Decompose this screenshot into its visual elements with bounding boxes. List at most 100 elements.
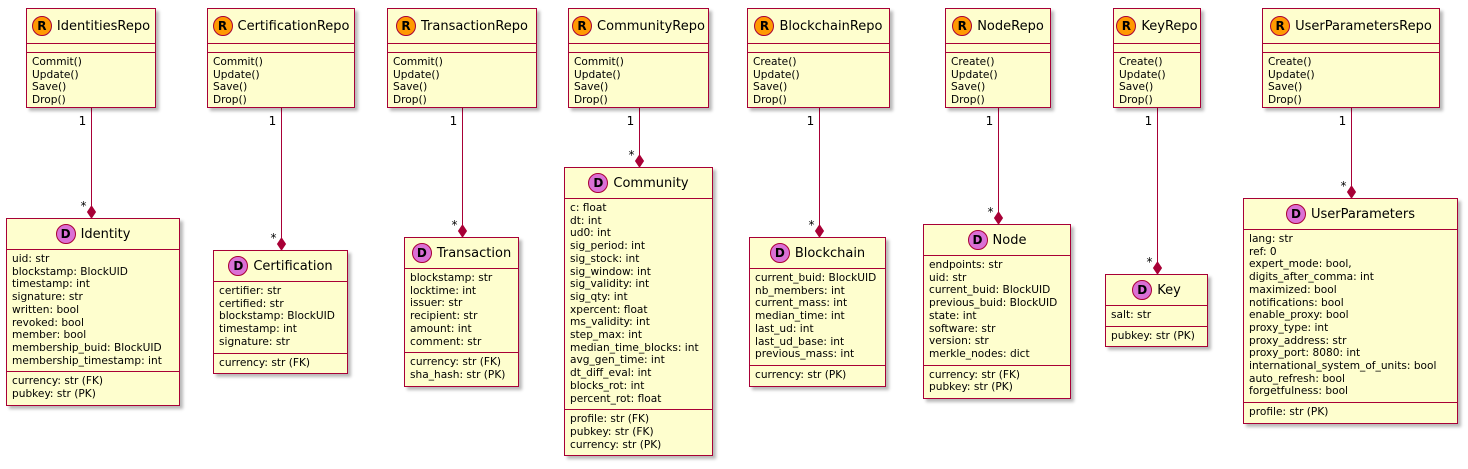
field-item: recipient: str	[410, 310, 478, 323]
class-name: Identity	[80, 226, 131, 242]
repository-stereotype-icon: R	[212, 16, 233, 36]
method-item: Drop()	[393, 94, 427, 107]
repository-stereotype-icon: R	[754, 16, 775, 36]
method-item: Update()	[1268, 68, 1315, 81]
multiplicity-label: 1	[1145, 114, 1153, 128]
multiplicity-label: *	[452, 218, 458, 232]
field-item: current_buid: BlockUID	[755, 272, 877, 284]
composition-diamond-icon	[457, 224, 468, 238]
attributes-section	[1263, 44, 1439, 53]
field-item: ms_validity: int	[570, 316, 650, 329]
field-item: uid: str	[12, 253, 50, 265]
keys-section: currency: str (PK)	[750, 366, 885, 386]
multiplicity-label: *	[809, 218, 815, 232]
field-item: digits_after_comma: int	[1249, 271, 1374, 284]
field-item: avg_gen_time: int	[570, 354, 665, 367]
field-item: ref: 0	[1249, 245, 1277, 258]
repository-stereotype-icon: R	[1116, 16, 1137, 36]
class-name: IdentitiesRepo	[56, 18, 151, 34]
dataclass-stereotype-icon: D	[967, 230, 988, 250]
method-item: Update()	[951, 68, 998, 81]
composition-diamond-icon	[634, 154, 645, 168]
field-item: blockstamp: str	[410, 272, 493, 284]
method-item: Save()	[1268, 81, 1303, 94]
field-item: pubkey: str (FK)	[570, 425, 654, 438]
attributes-section	[1114, 44, 1200, 53]
composition-diamond-icon	[1152, 261, 1163, 275]
field-item: salt: str	[1111, 309, 1152, 321]
method-item: Save()	[1119, 81, 1154, 94]
method-item: Update()	[1119, 68, 1166, 81]
field-item: sig_stock: int	[570, 252, 640, 265]
field-item: version: str	[929, 335, 989, 348]
composition-diamond-icon	[814, 224, 825, 238]
dataclass-stereotype-icon: D	[55, 224, 76, 244]
keys-section: pubkey: str (PK)	[1106, 327, 1207, 347]
methods-section: Create()Update()Save()Drop()	[748, 53, 889, 111]
repository-stereotype-icon: R	[952, 16, 973, 36]
field-item: last_ud_base: int	[755, 335, 845, 348]
method-item: Drop()	[1119, 94, 1153, 107]
field-item: c: float	[570, 202, 607, 214]
attributes-section	[388, 44, 536, 53]
method-item: Save()	[393, 81, 428, 94]
field-item: currency: str (FK)	[12, 375, 104, 388]
field-item: comment: str	[410, 335, 482, 348]
multiplicity-label: *	[1341, 179, 1347, 193]
method-item: Drop()	[32, 94, 66, 107]
methods-section: Commit()Update()Save()Drop()	[208, 53, 354, 111]
multiplicity-label: 1	[1339, 114, 1347, 128]
method-item: Drop()	[753, 94, 787, 107]
method-item: Create()	[1119, 56, 1163, 68]
method-item: Create()	[1268, 56, 1312, 68]
field-item: previous_buid: BlockUID	[929, 297, 1058, 310]
field-item: revoked: bool	[12, 316, 84, 329]
methods-section: Commit()Update()Save()Drop()	[27, 53, 155, 111]
field-item: blockstamp: BlockUID	[219, 310, 335, 323]
field-item: dt: int	[570, 214, 602, 227]
method-item: Create()	[753, 56, 797, 68]
method-item: Save()	[213, 81, 248, 94]
method-item: Update()	[393, 68, 440, 81]
field-item: amount: int	[410, 322, 472, 335]
field-item: nb_members: int	[755, 284, 845, 297]
repository-stereotype-icon: R	[31, 16, 52, 36]
method-item: Save()	[32, 81, 67, 94]
attributes-section	[208, 44, 354, 53]
class-name: NodeRepo	[977, 18, 1044, 34]
attributes-section	[748, 44, 889, 53]
field-item: previous_mass: int	[755, 348, 855, 361]
keys-section: currency: str (FK)sha_hash: str (PK)	[405, 353, 518, 385]
multiplicity-label: *	[1147, 255, 1153, 269]
field-item: proxy_port: 8080: int	[1249, 347, 1361, 360]
method-item: Commit()	[393, 56, 443, 68]
methods-section: Commit()Update()Save()Drop()	[388, 53, 536, 111]
method-item: Update()	[753, 68, 800, 81]
attributes-section	[946, 44, 1050, 53]
method-item: Create()	[951, 56, 995, 68]
field-item: sha_hash: str (PK)	[410, 368, 506, 381]
multiplicity-label: 1	[450, 114, 458, 128]
field-item: expert_mode: bool,	[1249, 258, 1352, 271]
field-item: maximized: bool	[1249, 283, 1337, 296]
field-item: lang: str	[1249, 233, 1293, 245]
keys-section: currency: str (FK)	[214, 354, 347, 374]
class-name: CommunityRepo	[597, 18, 705, 34]
method-item: Update()	[574, 68, 621, 81]
composition-diamond-icon	[276, 237, 287, 251]
field-item: proxy_type: int	[1249, 321, 1329, 334]
